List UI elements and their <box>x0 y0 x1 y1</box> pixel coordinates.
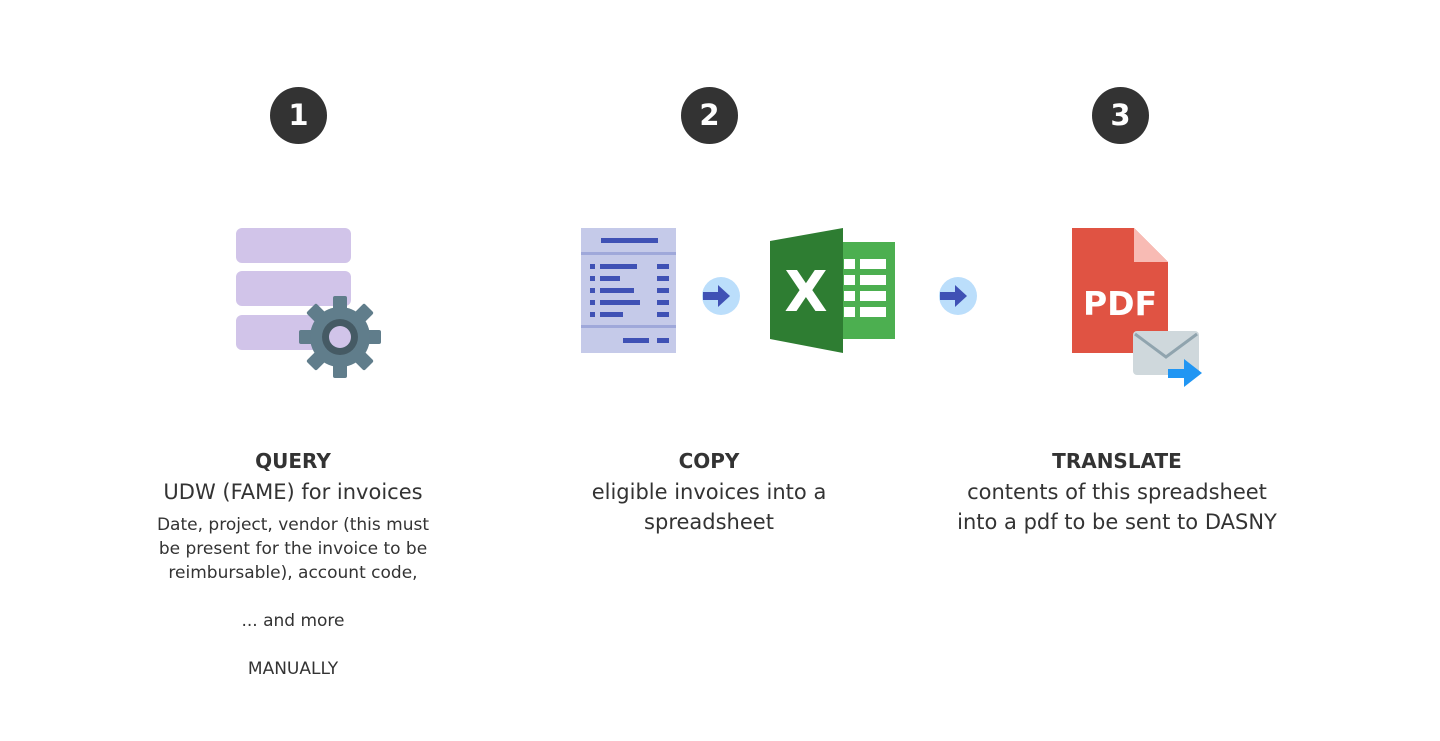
step-3-title: TRANSLATE <box>1052 449 1182 473</box>
step-2-text: COPY eligible invoices into a spreadshee… <box>549 447 869 537</box>
arrow-right-icon <box>702 277 740 315</box>
invoice-document-icon <box>581 228 676 353</box>
database-settings-icon <box>236 228 381 378</box>
step-2-title: COPY <box>678 449 740 473</box>
excel-icon: X <box>770 228 895 353</box>
step-1-detail: Date, project, vendor (this must be pres… <box>156 515 430 583</box>
step-1-text: QUERY UDW (FAME) for invoices Date, proj… <box>133 447 453 681</box>
step-number-badge-1: 1 <box>270 87 327 144</box>
step-1-method: MANUALLY <box>247 659 339 679</box>
step-number-badge-3: 3 <box>1092 87 1149 144</box>
step-2-subtitle: eligible invoices into a spreadsheet <box>591 480 827 534</box>
arrow-right-icon <box>939 277 977 315</box>
step-1-title: QUERY <box>255 449 331 473</box>
step-3-subtitle: contents of this spreadsheet into a pdf … <box>957 480 1277 534</box>
step-1-more: ... and more <box>241 611 345 631</box>
excel-letter: X <box>784 260 827 325</box>
email-send-icon <box>1133 331 1202 387</box>
pdf-label: PDF <box>1083 284 1157 323</box>
step-number-badge-2: 2 <box>681 87 738 144</box>
step-1-subtitle: UDW (FAME) for invoices <box>163 480 423 504</box>
step-3-text: TRANSLATE contents of this spreadsheet i… <box>927 447 1307 537</box>
pdf-file-icon: PDF <box>1072 228 1202 387</box>
